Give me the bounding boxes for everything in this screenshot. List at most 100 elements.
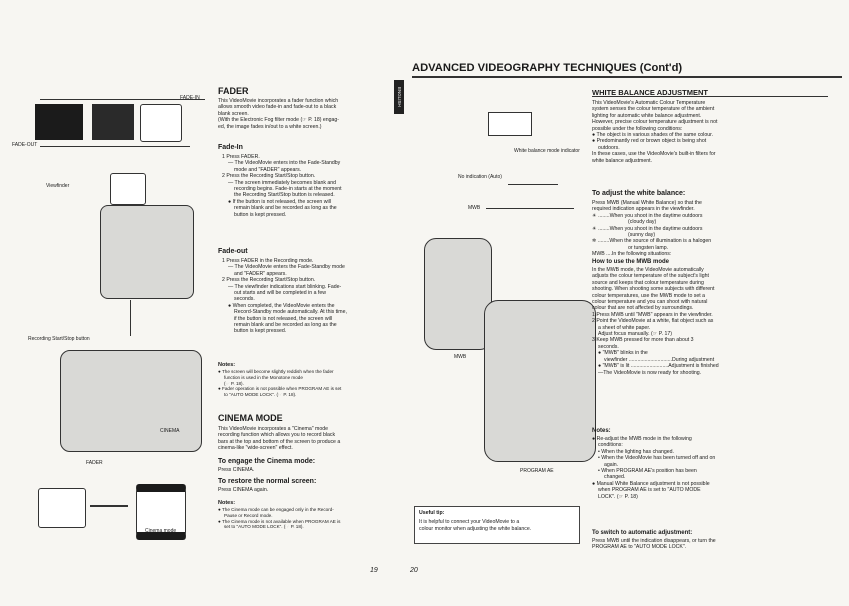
cinema-title: CINEMA MODE bbox=[218, 413, 283, 423]
viewfinder-label: Viewfinder bbox=[46, 183, 70, 189]
cinema-notes: ● The Cinema mode can be engaged only in… bbox=[218, 507, 340, 530]
text-line: function is used in the Monotone mode bbox=[224, 374, 303, 380]
text-line: changed. bbox=[604, 474, 626, 481]
text-line: possible under the following conditions: bbox=[592, 125, 683, 132]
wb-title: WHITE BALANCE ADJUSTMENT bbox=[592, 88, 708, 97]
text-line: 2 Press the Recording Start/Stop button. bbox=[222, 277, 316, 284]
restore-text: Press CINEMA again. bbox=[218, 487, 269, 493]
fade-image-1 bbox=[35, 104, 83, 140]
text-line: lighting for automatic white balance adj… bbox=[592, 112, 702, 119]
text-line: Press MWB until the indication disappear… bbox=[592, 538, 716, 544]
text-line: (cloudy day) bbox=[628, 219, 657, 226]
text-line: set to "AUTO MODE LOCK". (☞ P. 18). bbox=[224, 524, 304, 530]
fader-intro: This VideoMovie incorporates a fader fun… bbox=[218, 98, 339, 130]
text-line: (sunny day) bbox=[628, 232, 656, 239]
text-line: button is kept pressed. bbox=[234, 211, 287, 218]
text-line: 1 Press MWB until "MWB" appears in the v… bbox=[592, 311, 713, 318]
text-line: system senses the colour temperature of … bbox=[592, 106, 715, 113]
fader-title: FADER bbox=[218, 86, 249, 96]
fader-label: FADER bbox=[86, 460, 103, 466]
howto-title: How to use the MWB mode bbox=[592, 259, 669, 265]
text-line: if the button is not released, the scree… bbox=[234, 315, 333, 322]
text-line: —The VideoMovie is now ready for shootin… bbox=[598, 369, 702, 376]
text-line: white balance adjustment. bbox=[592, 157, 652, 164]
text-line: ✲ ........When the source of illuminatio… bbox=[592, 238, 712, 245]
text-line: colour temperature and you can shoot wit… bbox=[592, 299, 708, 306]
text-line: outdoors. bbox=[598, 144, 620, 151]
text-line: shooting. When shooting some subjects wi… bbox=[592, 286, 715, 293]
fade-in-steps: 1 Press FADER. — The VideoMovie enters i… bbox=[222, 154, 342, 218]
text-line: button is kept pressed. bbox=[234, 328, 287, 335]
camcorder-illustration-4 bbox=[484, 300, 596, 462]
page-number-left: 19 bbox=[370, 567, 378, 574]
mwb-label-2: MWB bbox=[454, 354, 467, 360]
text-line: ● When completed, the VideoMovie enters … bbox=[228, 302, 335, 309]
text-line: mode and "FADER" appears. bbox=[234, 166, 302, 173]
text-line: seconds. bbox=[234, 296, 255, 303]
indicator-line bbox=[508, 184, 558, 185]
text-line: • When PROGRAM AE's position has been bbox=[598, 468, 697, 475]
text-line: PROGRAM AE to "AUTO MODE LOCK". bbox=[592, 544, 687, 551]
text-line: and "FADER" appears. bbox=[234, 270, 287, 277]
text-line: 3 Keep MWB pressed for more than about 3 bbox=[592, 337, 694, 344]
text-line: 2 Press the Recording Start/Stop button. bbox=[222, 173, 316, 180]
mwb-line bbox=[486, 208, 574, 209]
text-line: ● If the button is not released, the scr… bbox=[228, 198, 331, 205]
text-line: In these cases, use the VideoMovie's bui… bbox=[592, 151, 716, 158]
text-line: ● The Cinema mode can be engaged only in… bbox=[218, 507, 334, 512]
tip-title: Useful tip: bbox=[419, 510, 445, 516]
header-rule bbox=[412, 76, 842, 78]
text-line: (☞ P. 18). bbox=[224, 380, 244, 386]
camcorder-illustration-3 bbox=[424, 238, 492, 350]
adjust-text: Press MWB (Manual White Balance) so that… bbox=[592, 200, 711, 258]
fader-notes-title: Notes: bbox=[218, 362, 236, 368]
wb-rule bbox=[592, 96, 828, 97]
mwb-label: MWB bbox=[468, 205, 481, 211]
text-line: Press MWB (Manual White Balance) so that… bbox=[592, 200, 702, 206]
text-line: — The VideoMovie enters into the Fade-St… bbox=[228, 160, 341, 167]
program-ae-label: PROGRAM AE bbox=[520, 468, 554, 474]
text-line: adjusts the colour temperature of the su… bbox=[592, 273, 709, 280]
cinema-notes-title: Notes: bbox=[218, 500, 236, 506]
text-line: ● Manual White Balance adjustment is not… bbox=[592, 480, 710, 487]
text-line: recording function which allows you to r… bbox=[218, 432, 336, 439]
text-line: Pause or Record mode. bbox=[224, 512, 273, 518]
useful-tip-box: Useful tip: It is helpful to connect you… bbox=[414, 506, 580, 544]
text-line: This VideoMovie incorporates a "Cinema" … bbox=[218, 426, 328, 432]
viewfinder-box bbox=[488, 112, 532, 136]
wb-intro: This VideoMovie's Automatic Colour Tempe… bbox=[592, 100, 717, 164]
text-line: the Recording Start/Stop button is relea… bbox=[234, 192, 335, 199]
text-line: ● The Cinema mode is not available when … bbox=[218, 518, 341, 524]
cinema-mode-caption: Cinema mode bbox=[145, 528, 177, 534]
text-line: ed, the image fades in/out to a white sc… bbox=[218, 123, 322, 130]
tip-line-2: colour monitor when adjusting the white … bbox=[419, 526, 532, 532]
text-line: remain blank and be recorded as long as … bbox=[234, 205, 337, 212]
text-line: In the MWB mode, the VideoMovie automati… bbox=[592, 267, 704, 273]
fade-out-label: FADE-OUT bbox=[12, 142, 38, 148]
camcorder-illustration-1 bbox=[100, 205, 194, 299]
text-line: source and keeps that colour temperature… bbox=[592, 279, 704, 286]
text-line: allows smooth video fade-in and fade-out… bbox=[218, 104, 337, 111]
switch-text: Press MWB until the indication disappear… bbox=[592, 538, 716, 551]
text-line: ● Fader operation is not possible when P… bbox=[218, 386, 342, 392]
tip-line-1: It is helpful to connect your VideoMovie… bbox=[419, 519, 520, 525]
text-line: to "AUTO MODE LOCK". (☞ P. 18). bbox=[224, 392, 297, 398]
fade-out-title: Fade-out bbox=[218, 248, 248, 255]
text-line: colour temperatures, use the MWB mode to… bbox=[592, 292, 706, 299]
text-line: a sheet of white paper. bbox=[598, 324, 651, 331]
leader-line bbox=[130, 300, 131, 336]
camcorder-illustration-2 bbox=[60, 350, 202, 452]
text-line: ● The object is in various shades of the… bbox=[592, 132, 713, 139]
page-number-right: 20 bbox=[410, 567, 418, 574]
text-line: • When the lighting has changed. bbox=[598, 448, 674, 455]
text-line: This VideoMovie's Automatic Colour Tempe… bbox=[592, 100, 706, 106]
switch-title: To switch to automatic adjustment: bbox=[592, 530, 693, 536]
text-line: remain blank and be recorded as long as … bbox=[234, 322, 337, 329]
notes-title: Notes: bbox=[592, 428, 611, 434]
text-line: viewfinder .............................… bbox=[604, 356, 715, 363]
text-line: — The VideoMovie enters the Fade-Standby… bbox=[228, 264, 345, 271]
text-line: This VideoMovie incorporates a fader fun… bbox=[218, 98, 339, 104]
page-header: ADVANCED VIDEOGRAPHY TECHNIQUES (Cont'd) bbox=[412, 62, 683, 74]
text-line: recording begins. Fade-in starts at the … bbox=[234, 186, 342, 193]
text-line: — The screen immediately becomes blank a… bbox=[228, 179, 337, 186]
